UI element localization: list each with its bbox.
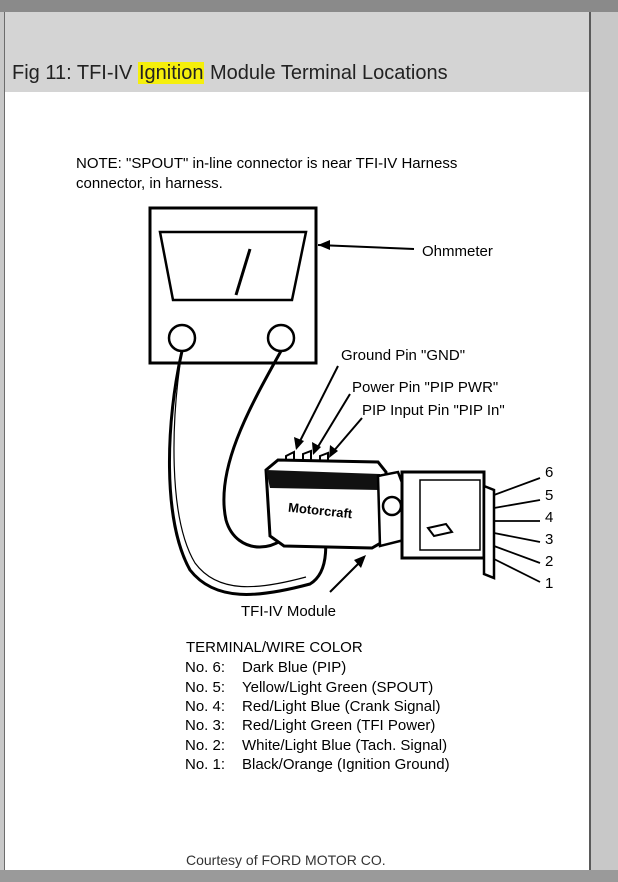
window-top-strip (0, 0, 618, 12)
note-line-1: NOTE: "SPOUT" in-line connector is near … (76, 155, 457, 172)
pip-input-label: PIP Input Pin "PIP In" (362, 402, 505, 419)
terminal-number-6: 6 (545, 464, 553, 481)
legend-no-3: No. 3: (185, 717, 225, 734)
pip-input-arrowhead (329, 445, 338, 458)
ohmmeter-body (148, 206, 318, 365)
module-top-band (266, 470, 380, 490)
title-prefix: Fig 11: TFI-IV (12, 62, 138, 84)
terminal-number-2: 2 (545, 553, 553, 570)
window-bottom-bar (0, 870, 618, 882)
power-pin-pointer (315, 393, 351, 451)
ground-pin-arrowhead (294, 437, 304, 450)
title-suffix: Module Terminal Locations (204, 62, 448, 84)
figure-title: Fig 11: TFI-IV Ignition Module Terminal … (12, 62, 448, 85)
ohmmeter (148, 206, 318, 365)
power-pin-label: Power Pin "PIP PWR" (352, 379, 498, 396)
figure-title-bar: Fig 11: TFI-IV Ignition Module Terminal … (5, 12, 589, 92)
module-label: TFI-IV Module (241, 603, 336, 620)
legend-no-5: No. 5: (185, 679, 225, 696)
module-collar-knob (381, 495, 403, 517)
terminal-leader-3 (493, 532, 541, 543)
terminal-leader-6 (493, 477, 541, 496)
module-pointer (329, 559, 363, 593)
ground-pin-label: Ground Pin "GND" (341, 347, 465, 364)
legend-color-2: White/Light Blue (Tach. Signal) (242, 737, 447, 754)
ohmmeter-arrowhead (318, 240, 330, 250)
legend-color-4: Red/Light Blue (Crank Signal) (242, 698, 440, 715)
ohmmeter-label: Ohmmeter (422, 243, 493, 260)
pip-input-pointer (331, 417, 363, 454)
terminal-number-3: 3 (545, 531, 553, 548)
connector-terminal-strip (482, 484, 496, 580)
legend-no-4: No. 4: (185, 698, 225, 715)
module-arrowhead (354, 555, 366, 568)
module-brand-text: Motorcraft (287, 500, 353, 522)
legend-no-2: No. 2: (185, 737, 225, 754)
ohmmeter-needle (234, 248, 252, 296)
legend-header: TERMINAL/WIRE COLOR (186, 639, 363, 656)
harness-connector-inner (419, 479, 481, 551)
ohmmeter-pointer-line (317, 244, 415, 250)
terminal-number-5: 5 (545, 487, 553, 504)
title-highlight: Ignition (137, 62, 205, 84)
terminal-legend: TERMINAL/WIRE COLOR No. 6: Dark Blue (PI… (185, 639, 450, 773)
terminal-leader-1 (493, 558, 541, 583)
harness-connector (400, 470, 486, 560)
ground-pin-pointer (297, 365, 339, 446)
legend-no-1: No. 1: (185, 756, 225, 773)
legend-no-6: No. 6: (185, 659, 225, 676)
terminal-numbers: 6 5 4 3 2 1 (545, 464, 553, 592)
ohmmeter-terminal-left (167, 323, 197, 353)
test-lead-left-edge (173, 350, 307, 588)
note-line-2: connector, in harness. (76, 175, 223, 192)
legend-color-1: Black/Orange (Ignition Ground) (242, 756, 450, 773)
ohmmeter-terminal-right (266, 323, 296, 353)
tfi-iv-module: Motorcraft (264, 449, 496, 580)
terminal-leader-5 (493, 499, 541, 509)
legend-color-3: Red/Light Green (TFI Power) (242, 717, 435, 734)
terminal-number-1: 1 (545, 575, 553, 592)
ohmmeter-dial-window (158, 230, 308, 302)
figure-credit: Courtesy of FORD MOTOR CO. (186, 852, 386, 868)
terminal-number-4: 4 (545, 509, 553, 526)
power-pin-arrowhead (312, 442, 321, 455)
harness-latch (426, 522, 454, 538)
legend-color-6: Dark Blue (PIP) (242, 659, 346, 676)
terminal-leader-2 (493, 545, 541, 564)
terminal-leaders (493, 477, 541, 583)
test-lead-left (168, 350, 328, 596)
legend-color-5: Yellow/Light Green (SPOUT) (242, 679, 433, 696)
